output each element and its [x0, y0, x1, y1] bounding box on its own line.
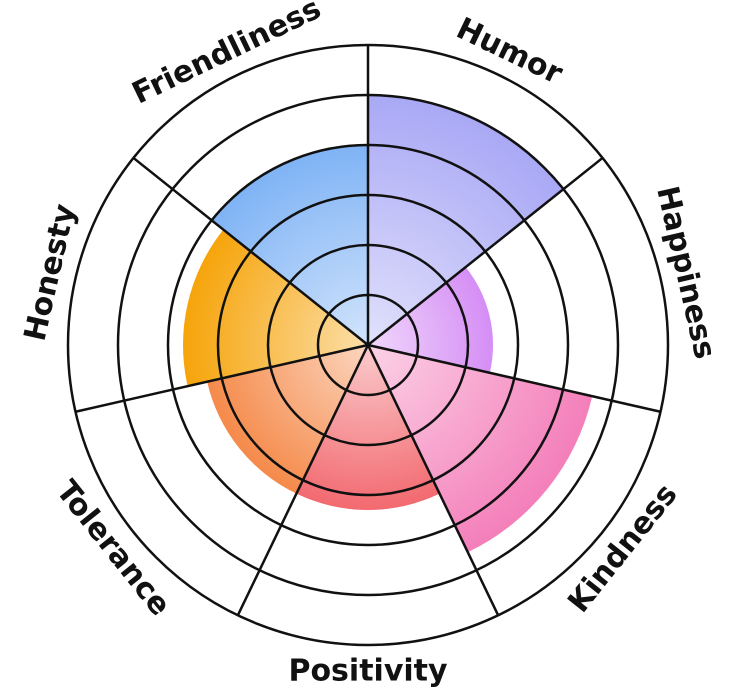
category-label-positivity: Positivity [288, 654, 448, 689]
wedge-positivity [296, 345, 440, 510]
category-label-friendliness: Friendliness [127, 0, 327, 111]
spoke-1 [367, 156, 604, 346]
spoke-4 [236, 344, 370, 616]
spoke-layer [75, 45, 661, 616]
spoke-6 [132, 156, 369, 346]
wedge-happiness [368, 267, 494, 373]
category-label-kindness: Kindness [561, 477, 684, 619]
wedge-tolerance [207, 345, 368, 494]
wedge-kindness [368, 345, 593, 553]
wedge-friendliness [211, 145, 368, 345]
spoke-2 [367, 343, 661, 413]
category-label-honesty: Honesty [18, 200, 83, 344]
wedge-humor [368, 95, 564, 345]
category-label-tolerance: Tolerance [49, 474, 178, 623]
spoke-5 [75, 343, 369, 413]
wedge-layer [182, 95, 593, 553]
spoke-3 [366, 344, 500, 616]
